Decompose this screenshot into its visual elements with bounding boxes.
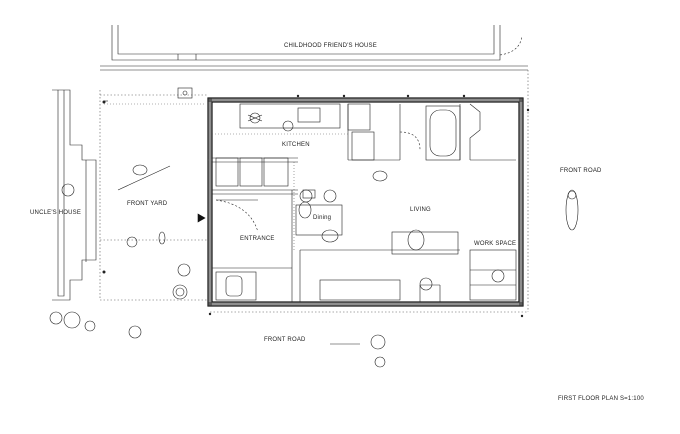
house-exterior-wall (207, 97, 524, 307)
site-boundary (99, 70, 529, 313)
perimeter-dots (102, 94, 530, 318)
kitchen-label: KITCHEN (282, 142, 310, 148)
front-road-south-label: FRONT ROAD (264, 337, 306, 343)
entrance-label: ENTRANCE (240, 236, 275, 242)
dining-label: Dining (313, 215, 332, 221)
childhood-friends-house-outline (100, 25, 528, 71)
floor-plan-caption: FIRST FLOOR PLAN S=1:100 (558, 396, 644, 402)
front-yard-label: FRONT YARD (127, 201, 168, 207)
interior-walls (212, 103, 517, 302)
uncles-house-outline (52, 89, 97, 301)
living-label: LIVING (410, 207, 431, 213)
uncles-house-label: UNCLE'S HOUSE (30, 210, 82, 216)
site-fixtures (104, 87, 316, 297)
front-road-east-label: FRONT ROAD (560, 168, 602, 174)
floor-guidelines (104, 103, 348, 250)
entrance-marker (197, 213, 206, 223)
childhood-friends-house-label: CHILDHOOD FRIEND'S HOUSE (284, 43, 377, 49)
work-space-label: WORK SPACE (474, 241, 517, 247)
people-figures (49, 112, 579, 368)
